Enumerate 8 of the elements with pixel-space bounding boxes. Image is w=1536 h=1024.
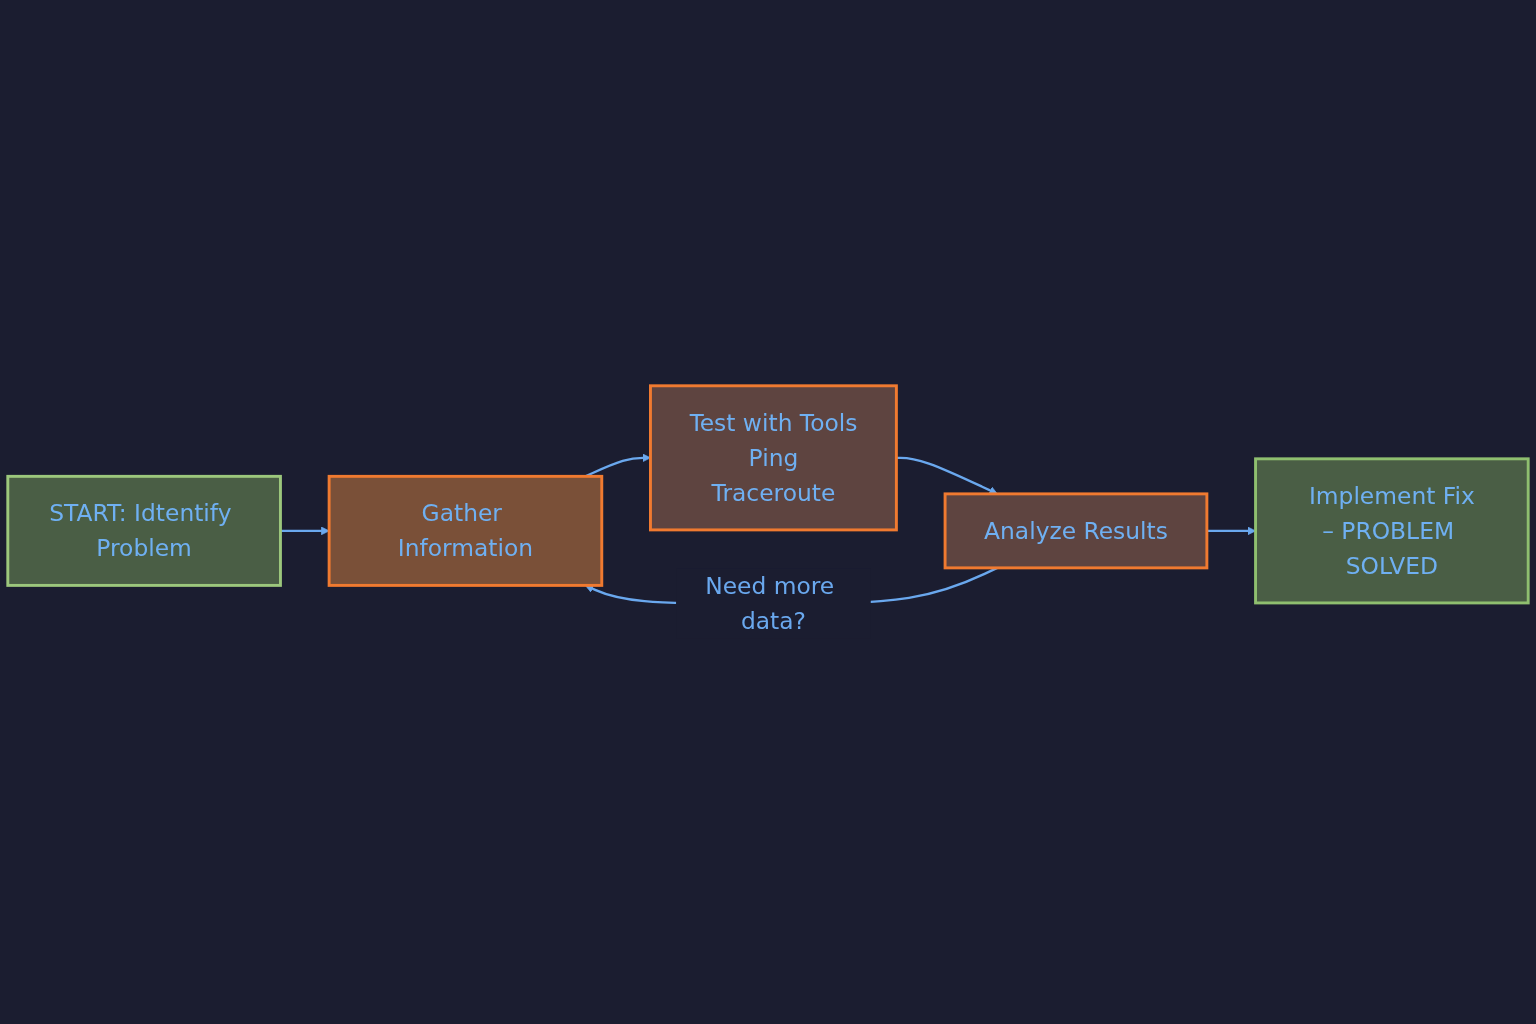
- node-box: Test with Tools Ping Traceroute: [649, 383, 898, 531]
- edge-label: Need more data?: [705, 572, 835, 635]
- node-box: Analyze Results: [943, 492, 1209, 569]
- arrow: [280, 526, 330, 535]
- arrow: [1206, 526, 1256, 535]
- node-box: Implement Fix – PROBLEM SOLVED: [1254, 457, 1530, 604]
- node-box: Gather Information: [327, 474, 604, 587]
- node-box: START: Idtentify Problem: [6, 474, 282, 587]
